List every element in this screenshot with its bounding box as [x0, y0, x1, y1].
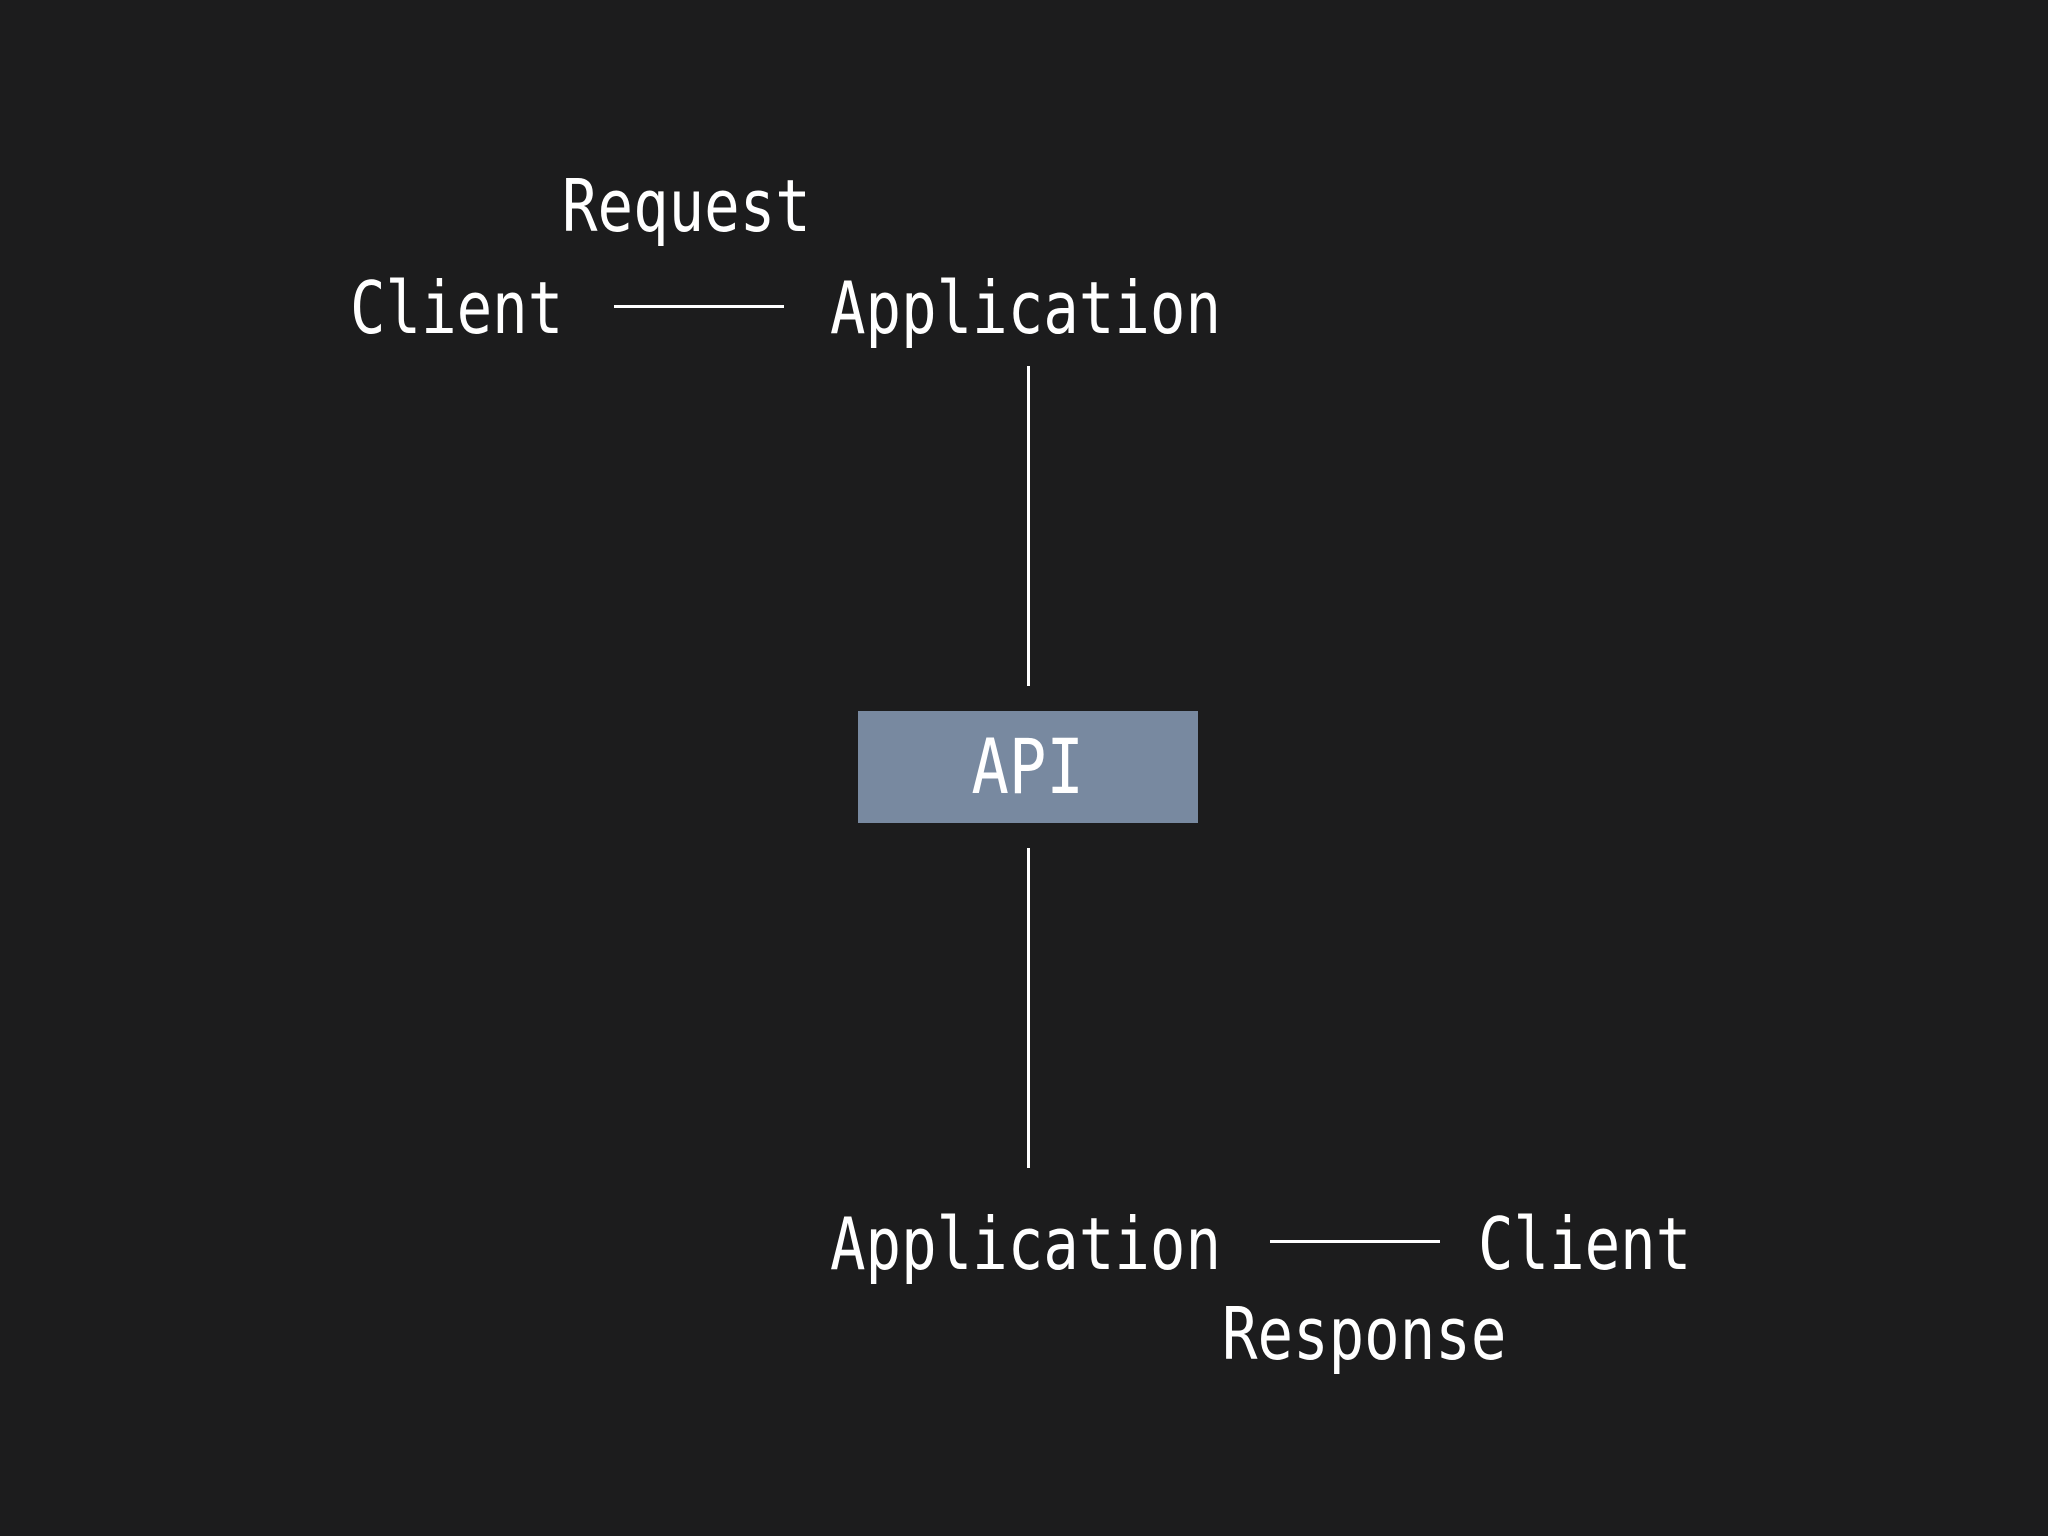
client-bottom-label: Client	[1478, 1202, 1692, 1286]
response-label: Response	[1222, 1292, 1507, 1376]
request-connector-line	[614, 305, 784, 308]
application-bottom-label: Application	[830, 1202, 1221, 1286]
application-top-label: Application	[830, 266, 1221, 350]
api-label: API	[971, 722, 1085, 811]
request-label: Request	[562, 164, 811, 248]
api-to-application-line	[1027, 848, 1030, 1168]
client-top-label: Client	[350, 266, 564, 350]
application-to-api-line	[1027, 366, 1030, 686]
api-box: API	[858, 711, 1198, 823]
response-connector-line	[1270, 1240, 1440, 1243]
